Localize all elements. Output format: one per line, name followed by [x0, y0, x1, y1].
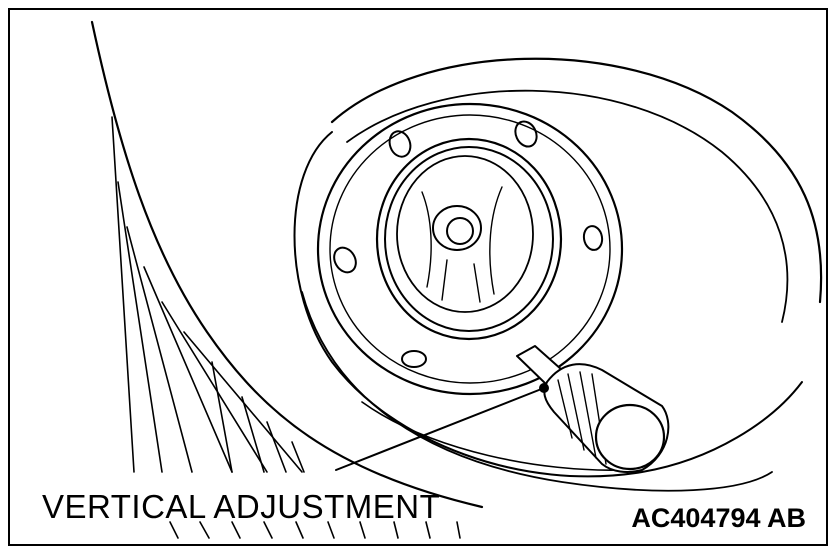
screwdriver [516, 345, 670, 473]
mounting-hole [582, 225, 604, 251]
housing-top-contour [346, 89, 789, 323]
mounting-ring-inner [329, 114, 611, 384]
figure-id-label: AC404794 AB [631, 503, 806, 533]
bulb-socket-inner [396, 155, 534, 313]
bulb-socket-ring [384, 146, 554, 332]
callout-leader-line [335, 387, 545, 471]
mounting-ring [316, 102, 624, 396]
vertical-adjustment-label: VERTICAL ADJUSTMENT [42, 488, 441, 525]
mounting-holes [333, 120, 604, 368]
bulb-base [432, 205, 482, 251]
housing-outer-contour [330, 57, 823, 304]
mounting-hole [401, 350, 427, 368]
lens-lower-edge [301, 291, 773, 492]
bulb-socket-outer [375, 137, 563, 341]
callout-pointer-dot [539, 383, 549, 393]
diagram-frame: VERTICAL ADJUSTMENT AC404794 AB [8, 8, 828, 546]
headlamp-illustration [90, 20, 823, 539]
body-panel-shading [111, 116, 461, 539]
body-panel-edge [90, 20, 484, 509]
reflector-lines [421, 186, 503, 303]
mounting-hole [333, 246, 357, 274]
housing-lower-contour [293, 131, 803, 478]
mounting-hole [388, 130, 412, 158]
mounting-hole [514, 120, 538, 148]
bulb-cap [446, 217, 474, 245]
handle-end-cap [594, 403, 666, 471]
lens-inner-lower-edge [361, 401, 623, 471]
